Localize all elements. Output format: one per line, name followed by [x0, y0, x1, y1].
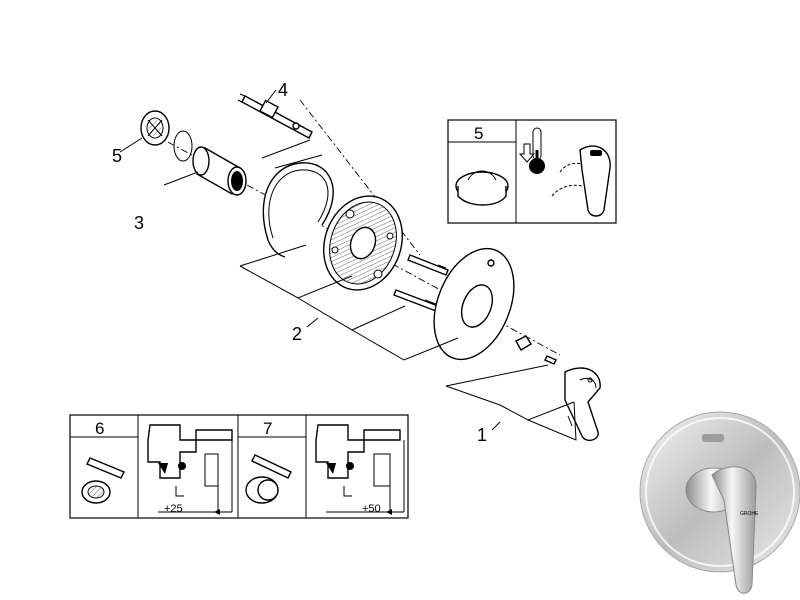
dimension-7: +50 [362, 503, 381, 515]
inset-5-panel: 5 [447, 119, 617, 224]
dimension-6: +25 [164, 503, 183, 515]
stem-axis-line [299, 99, 421, 256]
part-3-sleeve [192, 146, 247, 196]
thermometer-icon [529, 127, 545, 174]
stop-screw [702, 434, 724, 442]
group-2-bracket [239, 139, 459, 361]
leader-line-2 [306, 317, 319, 328]
callout-5: 5 [112, 146, 122, 166]
callout-4: 4 [278, 80, 288, 100]
group-1-bracket [445, 364, 577, 441]
retaining-ring-inner [268, 169, 329, 239]
nut-and-screw [515, 335, 557, 365]
callout-3: 3 [134, 213, 144, 233]
retaining-ring [262, 162, 334, 258]
o-ring [173, 130, 193, 162]
mounting-screws [393, 254, 449, 312]
inset-6-7-panel: 6 7 +25 [69, 414, 409, 519]
arrow-down-icon [518, 143, 536, 163]
exploded-assembly: 5 3 4 2 1 [112, 80, 601, 445]
part-5-cap [140, 110, 170, 146]
product-photo: GROHE [639, 411, 800, 594]
leader-line-4 [265, 89, 277, 104]
leader-line-1 [491, 421, 501, 431]
inset-6-label: 6 [95, 419, 104, 438]
brand-logo: GROHE [740, 511, 759, 517]
valve-body-7-icon: +50 [315, 424, 405, 515]
extension-rod-6-icon [81, 457, 125, 504]
leader-line-3 [163, 171, 199, 186]
lever-handle-photo [711, 466, 757, 594]
inset-5-label: 5 [474, 124, 483, 143]
leader-line-5 [119, 137, 143, 153]
limiter-cap-icon [455, 170, 509, 206]
escutcheon-plate [433, 247, 515, 361]
callout-2: 2 [292, 324, 302, 344]
mounting-plate [322, 195, 404, 291]
extension-rod-7-icon [245, 454, 292, 504]
inset-7-label: 7 [263, 419, 272, 438]
lever-handle-icon [551, 145, 611, 217]
part-1-lever-handle [564, 367, 601, 442]
valve-body-6-icon: +25 [147, 424, 233, 515]
callout-1: 1 [477, 425, 487, 445]
part-4-stem [237, 93, 313, 139]
